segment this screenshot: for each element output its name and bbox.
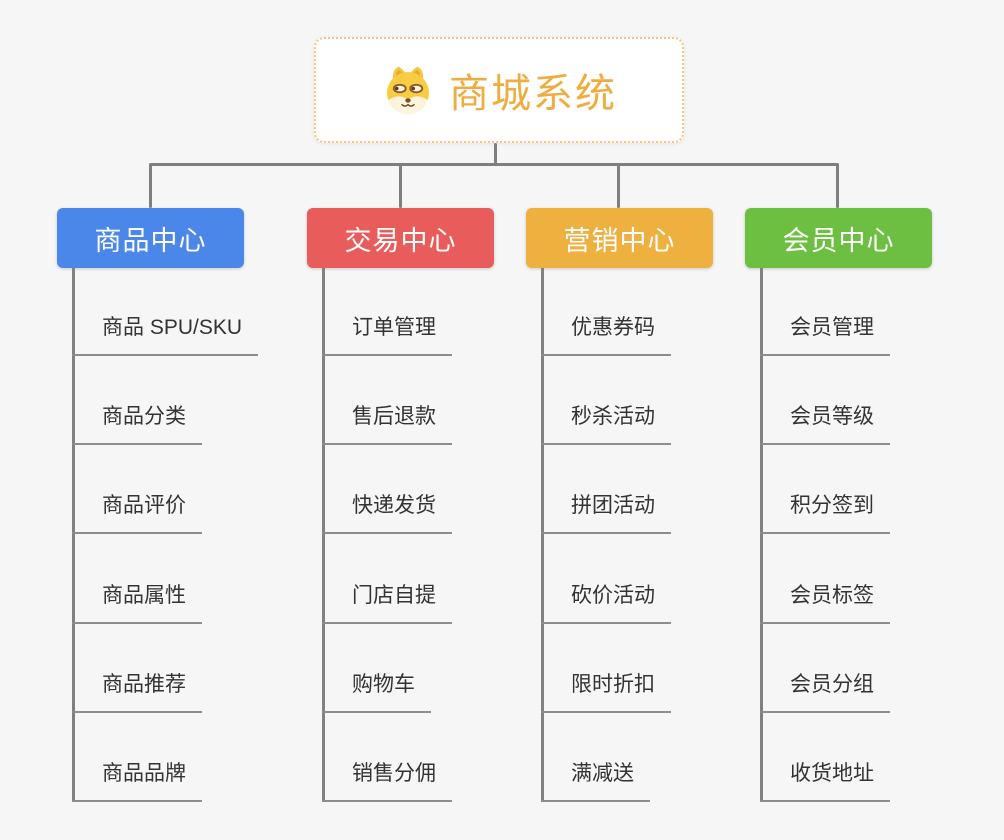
doge-icon <box>387 66 429 114</box>
leaf-topic[interactable]: 会员等级 <box>760 397 890 445</box>
branch-trunk-line <box>541 268 544 802</box>
leaf-topic[interactable]: 会员标签 <box>760 576 890 624</box>
connector-drop-3 <box>617 164 620 208</box>
leaf-topic[interactable]: 秒杀活动 <box>541 397 671 445</box>
leaf-topic[interactable]: 销售分佣 <box>322 754 452 802</box>
branch-trunk-line <box>322 268 325 802</box>
leaf-topic[interactable]: 拼团活动 <box>541 486 671 534</box>
branch-node-member-center[interactable]: 会员中心 <box>745 208 932 268</box>
branch-trunk-line <box>72 268 75 802</box>
leaf-topic[interactable]: 优惠券码 <box>541 308 671 356</box>
leaf-topic[interactable]: 售后退款 <box>322 397 452 445</box>
connector-drop-1 <box>149 164 152 208</box>
leaf-topic[interactable]: 商品 SPU/SKU <box>72 308 259 356</box>
leaf-topic[interactable]: 砍价活动 <box>541 576 671 624</box>
leaf-topic[interactable]: 会员管理 <box>760 308 890 356</box>
connector-drop-4 <box>836 164 839 208</box>
leaf-topic[interactable]: 快递发货 <box>322 486 452 534</box>
leaf-topic[interactable]: 商品品牌 <box>72 754 202 802</box>
branch-trunk-line <box>760 268 763 802</box>
leaf-topic[interactable]: 会员分组 <box>760 665 890 713</box>
leaf-topic[interactable]: 门店自提 <box>322 576 452 624</box>
leaf-topic[interactable]: 收货地址 <box>760 754 890 802</box>
leaf-topic[interactable]: 商品推荐 <box>72 665 202 713</box>
leaf-topic[interactable]: 限时折扣 <box>541 665 671 713</box>
leaf-topic[interactable]: 订单管理 <box>322 308 452 356</box>
leaf-topic[interactable]: 商品评价 <box>72 486 202 534</box>
leaf-topic[interactable]: 满减送 <box>541 754 650 802</box>
leaf-topic[interactable]: 购物车 <box>322 665 431 713</box>
connector-horizontal <box>149 163 839 166</box>
leaf-topic[interactable]: 积分签到 <box>760 486 890 534</box>
branch-node-trade-center[interactable]: 交易中心 <box>307 208 494 268</box>
connector-root-drop <box>494 143 497 164</box>
connector-drop-2 <box>399 164 402 208</box>
branch-node-product-center[interactable]: 商品中心 <box>57 208 244 268</box>
root-topic[interactable]: 商城系统 <box>314 37 684 143</box>
leaf-topic[interactable]: 商品属性 <box>72 576 202 624</box>
root-topic-label: 商城系统 <box>449 72 617 116</box>
leaf-topic[interactable]: 商品分类 <box>72 397 202 445</box>
branch-node-marketing-center[interactable]: 营销中心 <box>526 208 713 268</box>
